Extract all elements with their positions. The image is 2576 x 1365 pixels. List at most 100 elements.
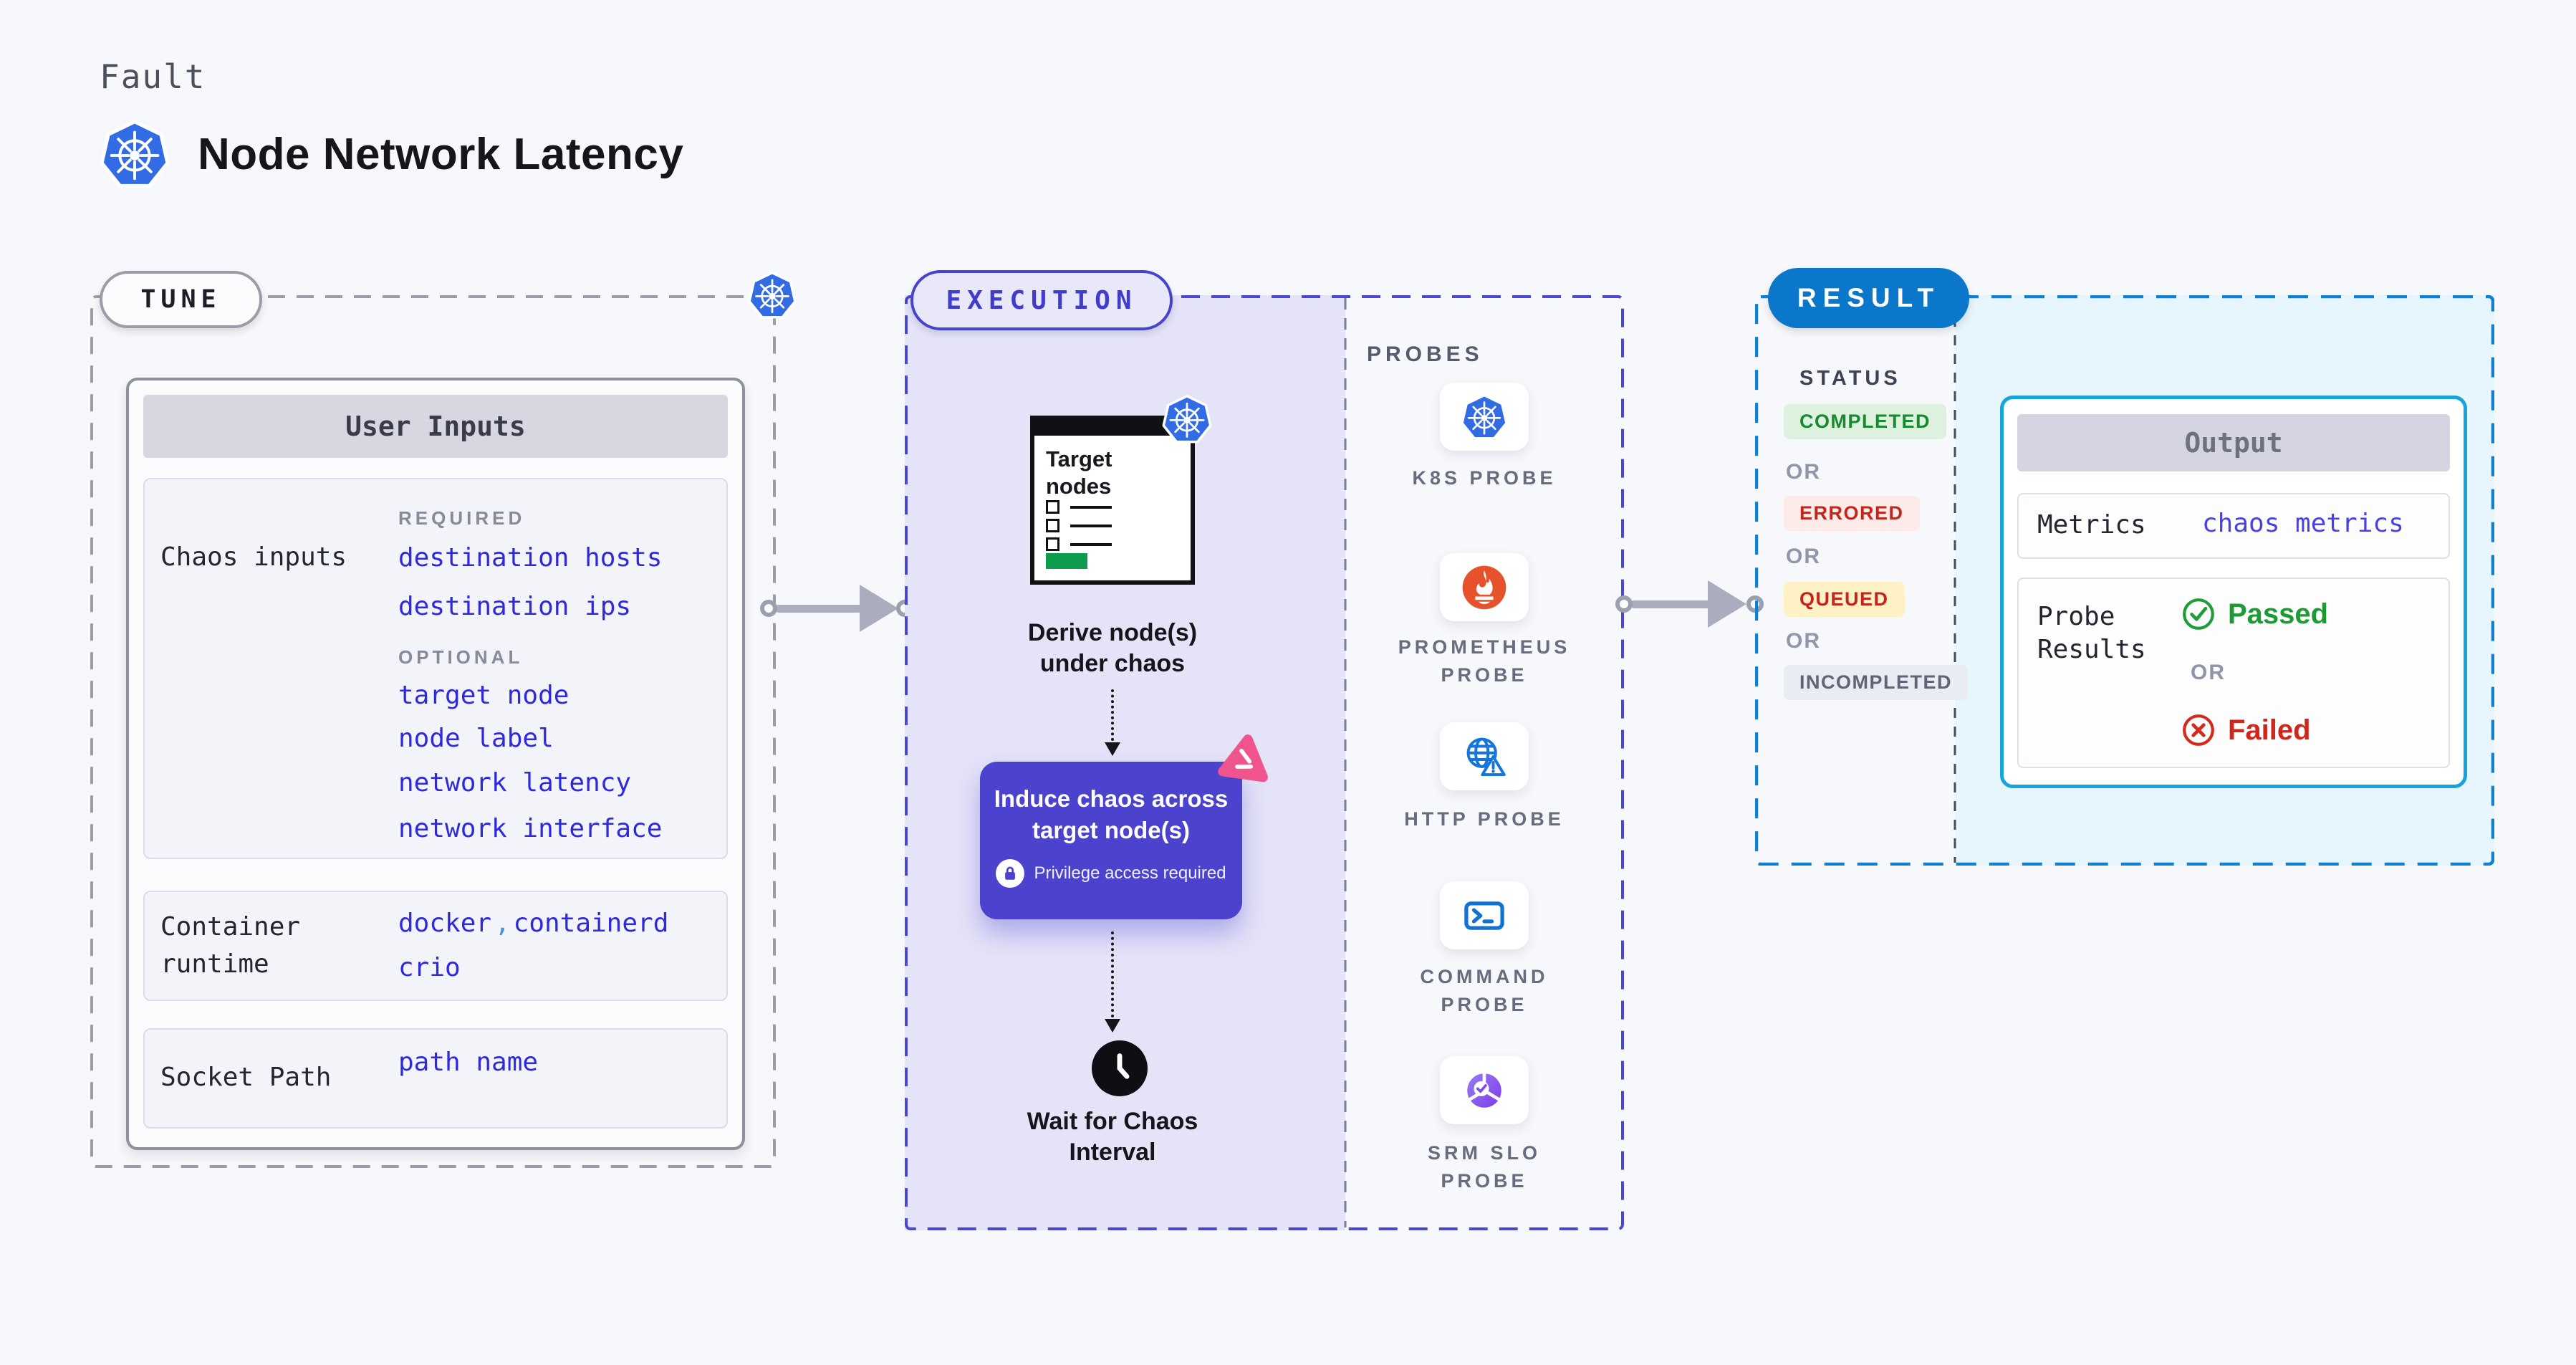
input-value: containerd xyxy=(513,909,669,938)
probe-label-line: PROMETHEUS xyxy=(1398,636,1571,658)
probe-label-line: COMMAND xyxy=(1420,966,1549,987)
connector-dot xyxy=(1746,595,1764,613)
srm-slo-icon xyxy=(1461,1067,1508,1114)
probe-label-line: SRM SLO xyxy=(1427,1142,1541,1164)
socket-path-label: Socket Path xyxy=(160,1063,332,1092)
metrics-label: Metrics xyxy=(2037,510,2146,540)
flow-arrow-head xyxy=(1708,580,1746,628)
status-badge-queued: QUEUED xyxy=(1784,582,1905,617)
command-terminal-icon xyxy=(1461,892,1508,939)
user-inputs-header: User Inputs xyxy=(143,395,728,458)
chaos-inputs-label: Chaos inputs xyxy=(160,542,347,572)
input-value: target node xyxy=(398,681,569,710)
fault-kicker: Fault xyxy=(100,57,206,96)
status-badge-completed: COMPLETED xyxy=(1784,404,1947,439)
probe-card-command xyxy=(1440,881,1529,949)
container-runtime-row xyxy=(143,891,728,1001)
wait-line-2: Interval xyxy=(1069,1139,1156,1166)
wait-step-text: Wait for Chaos Interval xyxy=(998,1106,1227,1168)
probe-results-label: Probe Results xyxy=(2037,602,2146,664)
or-separator: OR xyxy=(2191,661,2226,684)
x-circle-icon xyxy=(2181,712,2216,748)
probe-label-line: PROBE xyxy=(1441,994,1528,1015)
optional-tag: OPTIONAL xyxy=(398,646,524,668)
input-value: destination hosts xyxy=(398,543,663,573)
passed-label: Passed xyxy=(2228,598,2329,630)
induce-chaos-box: Induce chaos across target node(s) Privi… xyxy=(980,762,1242,919)
probes-heading: PROBES xyxy=(1367,343,1484,366)
probe-results-row xyxy=(2017,578,2450,768)
input-value: network latency xyxy=(398,768,632,798)
dotted-arrow-line xyxy=(1111,931,1114,1017)
kubernetes-icon xyxy=(1461,393,1508,439)
flow-arrow-line xyxy=(775,605,862,613)
wait-line-1: Wait for Chaos xyxy=(1027,1108,1198,1135)
failed-label: Failed xyxy=(2228,714,2311,746)
target-nodes-card: Target nodes xyxy=(1030,416,1195,585)
clock-icon xyxy=(1092,1040,1148,1096)
status-badge-errored: ERRORED xyxy=(1784,496,1920,531)
result-section-pill: RESULT xyxy=(1768,268,1969,328)
derive-line-2: under chaos xyxy=(1039,650,1186,677)
probe-label: K8S PROBE xyxy=(1412,467,1557,489)
input-value: destination ips xyxy=(398,592,632,621)
privilege-row: Privilege access required xyxy=(980,859,1242,888)
privilege-label: Privilege access required xyxy=(1034,863,1226,883)
status-heading: STATUS xyxy=(1799,367,1901,390)
required-tag: REQUIRED xyxy=(398,507,526,529)
probe-label: SRM SLO PROBE xyxy=(1370,1139,1599,1195)
probe-card-k8s xyxy=(1440,383,1529,451)
induce-line-1: Induce chaos across xyxy=(994,785,1229,812)
checkbox-icon xyxy=(1046,537,1059,551)
checkbox-icon xyxy=(1046,519,1059,532)
window-title-bar xyxy=(1034,420,1191,436)
dotted-arrow-head xyxy=(1105,1019,1120,1033)
check-circle-icon xyxy=(2181,596,2216,632)
kubernetes-icon xyxy=(1162,395,1212,444)
induce-line-2: target node(s) xyxy=(1032,817,1190,843)
kubernetes-icon xyxy=(100,119,170,189)
input-value: crio xyxy=(398,953,461,982)
probe-card-prometheus xyxy=(1440,553,1529,621)
prometheus-icon xyxy=(1462,565,1506,609)
passed-result: Passed xyxy=(2181,596,2328,632)
input-value: path name xyxy=(398,1048,539,1077)
checkbox-icon xyxy=(1046,500,1059,514)
kubernetes-icon xyxy=(748,272,797,319)
execution-section-pill: EXECUTION xyxy=(910,270,1173,330)
page-title: Node Network Latency xyxy=(198,130,684,179)
status-badge-incompleted: INCOMPLETED xyxy=(1784,665,1969,700)
output-header: Output xyxy=(2017,414,2450,471)
derive-step-text: Derive node(s) under chaos xyxy=(998,618,1227,679)
or-separator: OR xyxy=(1786,629,1821,653)
dotted-arrow-head xyxy=(1105,742,1120,756)
probe-label: COMMAND PROBE xyxy=(1370,963,1599,1019)
metrics-value: chaos metrics xyxy=(2202,509,2404,538)
dotted-arrow-line xyxy=(1111,689,1114,741)
metrics-row xyxy=(2017,493,2450,559)
tune-section-pill: TUNE xyxy=(100,271,262,328)
probe-card-http xyxy=(1440,722,1529,790)
lock-icon xyxy=(996,859,1025,888)
probe-label: HTTP PROBE xyxy=(1404,808,1565,830)
container-runtime-label: Container runtime xyxy=(160,912,301,979)
probe-card-srm-slo xyxy=(1440,1056,1529,1124)
http-globe-icon xyxy=(1466,737,1506,776)
input-value: network interface xyxy=(398,814,663,843)
input-value: node label xyxy=(398,724,554,753)
failed-result: Failed xyxy=(2181,712,2311,748)
or-separator: OR xyxy=(1786,545,1821,568)
target-nodes-title: Target nodes xyxy=(1046,446,1112,499)
derive-line-1: Derive node(s) xyxy=(1027,619,1198,646)
input-value: docker xyxy=(398,909,492,938)
litmus-chaos-icon xyxy=(1214,729,1276,790)
list-line xyxy=(1070,543,1112,546)
list-line xyxy=(1070,525,1112,527)
probe-label-line: PROBE xyxy=(1441,664,1528,686)
chaos-inputs-row xyxy=(143,478,728,859)
flow-arrow-line xyxy=(1630,600,1711,608)
list-line xyxy=(1070,506,1112,509)
socket-path-row xyxy=(143,1028,728,1129)
probe-label-line: PROBE xyxy=(1441,1170,1528,1192)
